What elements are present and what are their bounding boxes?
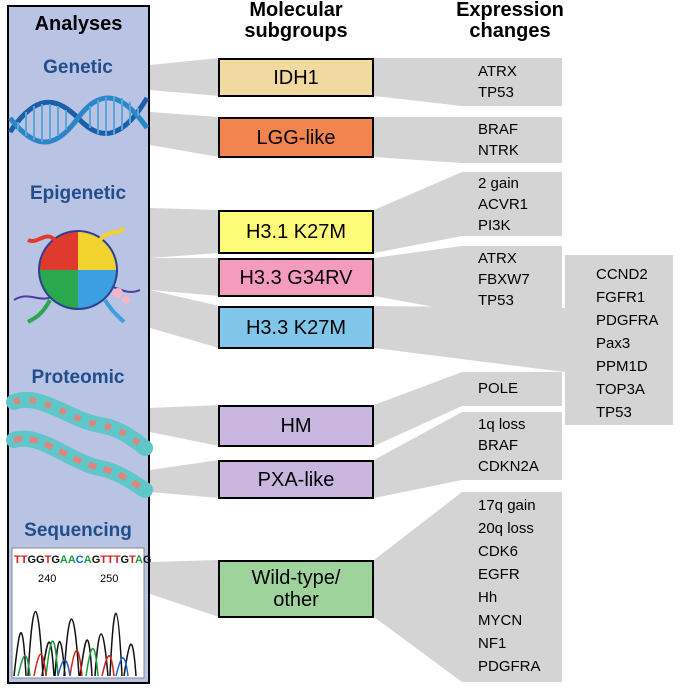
connector-hm-changes (374, 372, 462, 446)
subgroup-h33-g34rv: H3.3 G34RV (218, 258, 374, 297)
connector-proteomic-hm (150, 405, 219, 446)
analysis-proteomic: Proteomic (31, 367, 125, 388)
sequence-bases: TTGGTGAACAGTTTGTAG (14, 554, 151, 566)
connector-wt-changes (374, 492, 462, 682)
left-connectors (150, 58, 219, 617)
changes-lgg-like: BRAF NTRK (478, 121, 519, 159)
subgroup-hm: HM (218, 405, 374, 447)
subgroup-h31-k27m: H3.1 K27M (218, 210, 374, 254)
header-expression-changes: Expression changes (456, 0, 564, 42)
connector-lgg-changes (374, 117, 462, 163)
subgroup-h33-k27m: H3.3 K27M (218, 306, 374, 349)
box-lgg-changes (462, 117, 562, 163)
analysis-genetic: Genetic (43, 57, 113, 78)
chromatogram-picture: TTGGTGAACAGTTTGTAG 240 250 (11, 547, 151, 679)
connector-genetic-idh1 (150, 58, 219, 96)
box-idh1-changes (462, 58, 562, 106)
connector-g34-changes (374, 246, 462, 312)
connector-idh1-changes (374, 58, 462, 106)
right-connectors (374, 58, 673, 682)
connector-epigenetic-g34 (150, 258, 219, 296)
subgroup-lgg-like: LGG-like (218, 117, 374, 158)
connector-h31-changes (374, 172, 462, 253)
connector-proteomic-pxa (150, 460, 219, 498)
changes-pxa-like: 1q loss BRAF CDKN2A (478, 416, 539, 475)
changes-h33-k27m: CCND2 FGFR1 PDGFRA Pax3 PPM1D TOP3A TP53 (596, 266, 659, 421)
changes-h33-g34rv: ATRX FBXW7 TP53 (478, 250, 530, 309)
changes-h31-k27m: 2 gain ACVR1 PI3K (478, 175, 529, 234)
box-h31-changes (462, 172, 562, 236)
header-molecular-subgroups: Molecular subgroups (244, 0, 348, 42)
connector-epigenetic-k27 (150, 290, 219, 348)
changes-wild-type-other: 17q gain 20q loss CDK6 EGFR Hh MYCN NF1 … (478, 497, 541, 675)
analysis-sequencing: Sequencing (24, 520, 132, 541)
box-pxa-changes (462, 412, 562, 480)
connector-pxa-changes (374, 412, 462, 498)
box-k27-changes (565, 255, 673, 425)
subgroup-idh1: IDH1 (218, 58, 374, 97)
sequence-position-240: 240 (38, 573, 56, 585)
connector-sequencing-wt (150, 560, 219, 617)
subgroup-pxa-like: PXA-like (218, 460, 374, 499)
connector-genetic-lgg (150, 112, 219, 157)
subgroup-wild-type-other: Wild-type/ other (218, 560, 374, 618)
sequence-position-250: 250 (100, 573, 118, 585)
connector-k27-changes (374, 306, 565, 372)
box-wt-changes (462, 492, 562, 682)
nucleosome-picture (13, 226, 141, 324)
box-g34-changes (462, 246, 562, 312)
dna-helix-picture (7, 95, 150, 145)
connector-epigenetic-h31 (150, 208, 219, 258)
box-hm-changes (462, 372, 562, 406)
changes-idh1: ATRX TP53 (478, 63, 517, 101)
analysis-epigenetic: Epigenetic (29, 183, 127, 204)
protein-structures-picture (6, 392, 153, 498)
header-analyses: Analyses (34, 13, 123, 35)
changes-hm: POLE (478, 380, 519, 397)
